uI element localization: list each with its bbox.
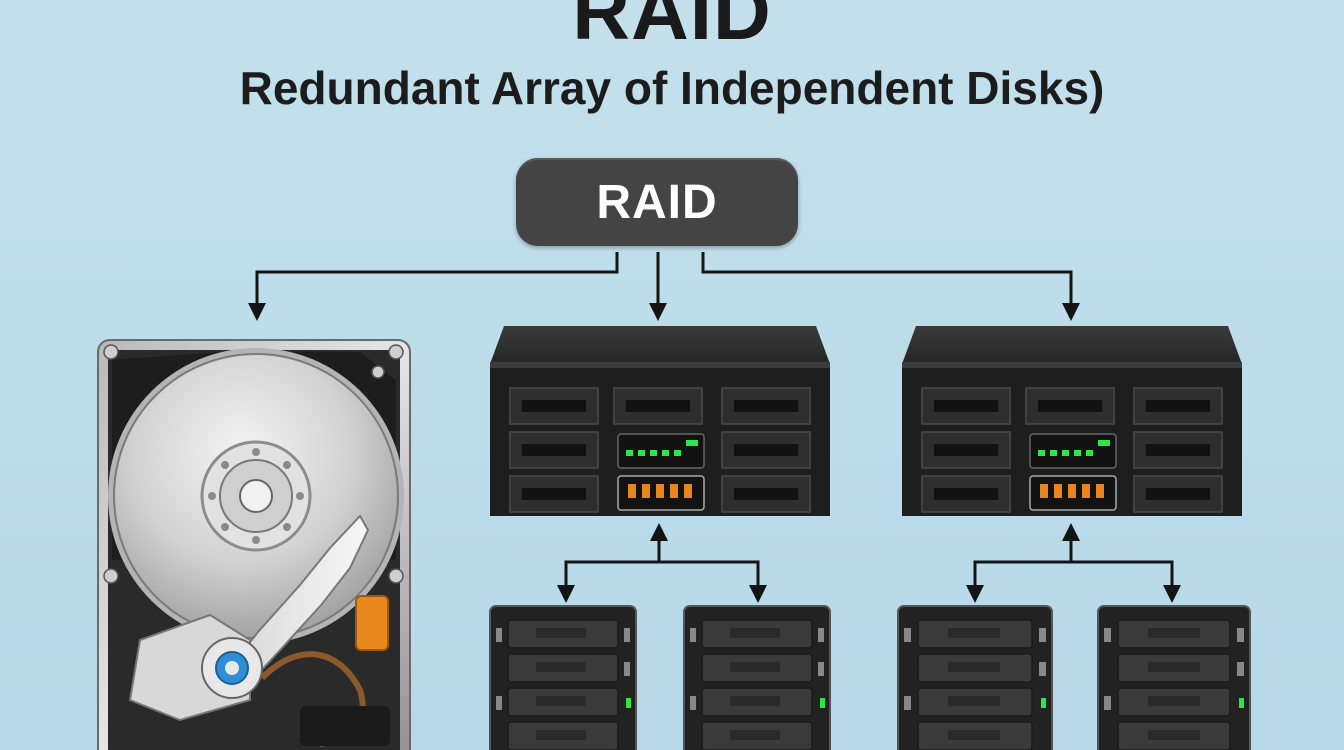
hard-disk-drive-icon	[97, 339, 411, 750]
arrow-to-hard-disk	[248, 252, 619, 321]
arrow-to-server-right	[701, 252, 1080, 321]
disk-tower-icon	[897, 605, 1053, 750]
controller-connector-arrows	[248, 252, 1080, 321]
raid-controller-box: RAID	[516, 158, 798, 246]
status-leds-orange	[1040, 484, 1104, 498]
disk-tower-icon	[489, 605, 637, 750]
raid-controller-label: RAID	[596, 175, 718, 229]
disk-tower-icon	[1097, 605, 1251, 750]
status-leds-orange	[628, 484, 692, 498]
status-leds-green	[1038, 440, 1110, 456]
diagram-subtitle: Redundant Array of Independent Disks)	[239, 62, 1105, 114]
server-branch-arrows-left	[557, 523, 767, 603]
server-chassis-icon	[490, 326, 830, 516]
status-leds-green	[626, 440, 698, 456]
diagram-title: RAID	[572, 0, 772, 56]
disk-tower-icon	[683, 605, 831, 750]
server-branch-arrows-right	[966, 523, 1181, 603]
server-chassis-icon	[902, 326, 1242, 516]
